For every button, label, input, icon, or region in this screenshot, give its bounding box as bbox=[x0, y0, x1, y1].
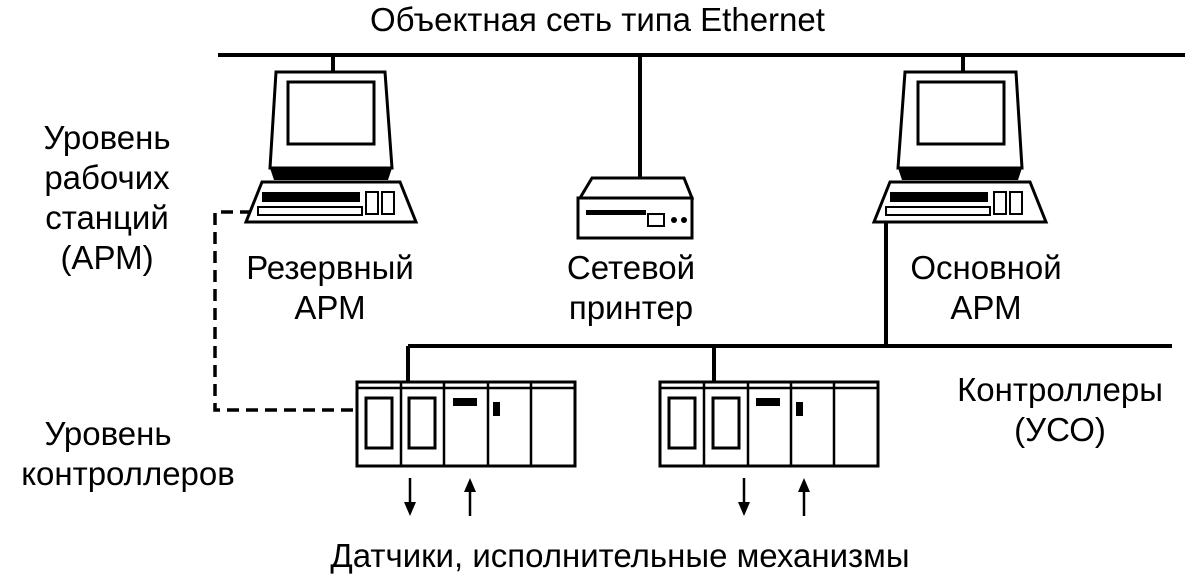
printer-label: Сетевой принтер bbox=[531, 248, 731, 328]
workstation-level-line-3: станций bbox=[45, 199, 169, 236]
io-arrows bbox=[404, 478, 810, 516]
backup-dashed-link bbox=[213, 210, 356, 412]
controller-level-label: Уровень контроллеров bbox=[8, 414, 248, 494]
backup-arm-line-2: АРМ bbox=[294, 289, 366, 326]
workstation-level-line-2: рабочих bbox=[44, 159, 170, 196]
workstation-level-line-4: (АРМ) bbox=[60, 239, 154, 276]
controller-level-line-2: контроллеров bbox=[21, 455, 235, 492]
backup-arm-label: Резервный АРМ bbox=[230, 248, 430, 328]
network-title: Объектная сеть типа Ethernet bbox=[370, 1, 825, 38]
main-arm-line-2: АРМ bbox=[950, 289, 1022, 326]
controller-level-line-1: Уровень bbox=[44, 415, 172, 452]
main-arm-computer-icon bbox=[871, 70, 1049, 224]
controllers-label: Контроллеры (УСО) bbox=[935, 370, 1185, 450]
backup-arm-computer-icon bbox=[243, 70, 419, 224]
controllers-line-1: Контроллеры bbox=[957, 371, 1163, 408]
sensors-actuators-label: Датчики, исполнительные механизмы bbox=[330, 537, 910, 574]
controller-rack-1-icon bbox=[355, 380, 577, 468]
printer-line-1: Сетевой bbox=[566, 249, 696, 286]
printer-icon bbox=[576, 176, 695, 240]
printer-line-2: принтер bbox=[568, 289, 694, 326]
main-arm-line-1: Основной bbox=[910, 249, 1062, 286]
controllers-line-2: (УСО) bbox=[1014, 411, 1106, 448]
backup-arm-line-1: Резервный bbox=[246, 249, 414, 286]
controller-rack-2-icon bbox=[658, 380, 880, 468]
workstation-level-line-1: Уровень bbox=[43, 119, 171, 156]
workstation-level-label: Уровень рабочих станций (АРМ) bbox=[22, 118, 192, 278]
main-arm-label: Основной АРМ bbox=[886, 248, 1086, 328]
